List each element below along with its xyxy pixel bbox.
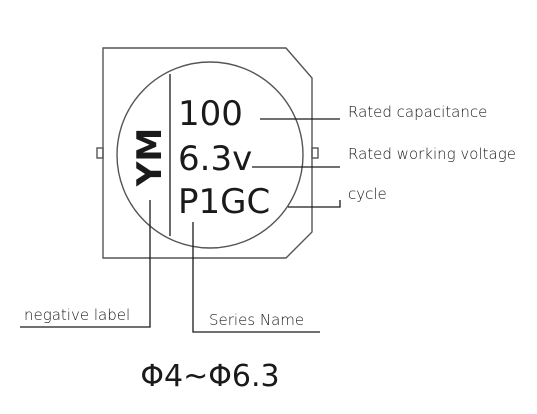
rated-working-voltage-label: Rated working voltage — [348, 145, 516, 163]
cycle-label: cycle — [348, 185, 387, 203]
left-terminal-tab — [96, 147, 104, 159]
series-code: P1GC — [178, 182, 270, 222]
cycle-leader — [288, 200, 341, 208]
voltage-value: 6.3v — [178, 139, 252, 179]
capacitance-value: 100 — [178, 94, 243, 134]
series-name-leader — [192, 222, 320, 333]
brand-logo: YM — [130, 128, 170, 187]
rated-capacitance-label: Rated capacitance — [348, 103, 487, 121]
right-terminal-tab — [311, 147, 319, 159]
negative-label-text: negative label — [24, 306, 130, 324]
negative-label-leader — [20, 200, 151, 328]
capacitor-body-outline — [102, 47, 313, 259]
size-range-caption: Φ4~Φ6.3 — [140, 359, 279, 394]
series-name-label: Series Name — [209, 311, 304, 329]
capacitor-top-circle — [116, 61, 304, 249]
